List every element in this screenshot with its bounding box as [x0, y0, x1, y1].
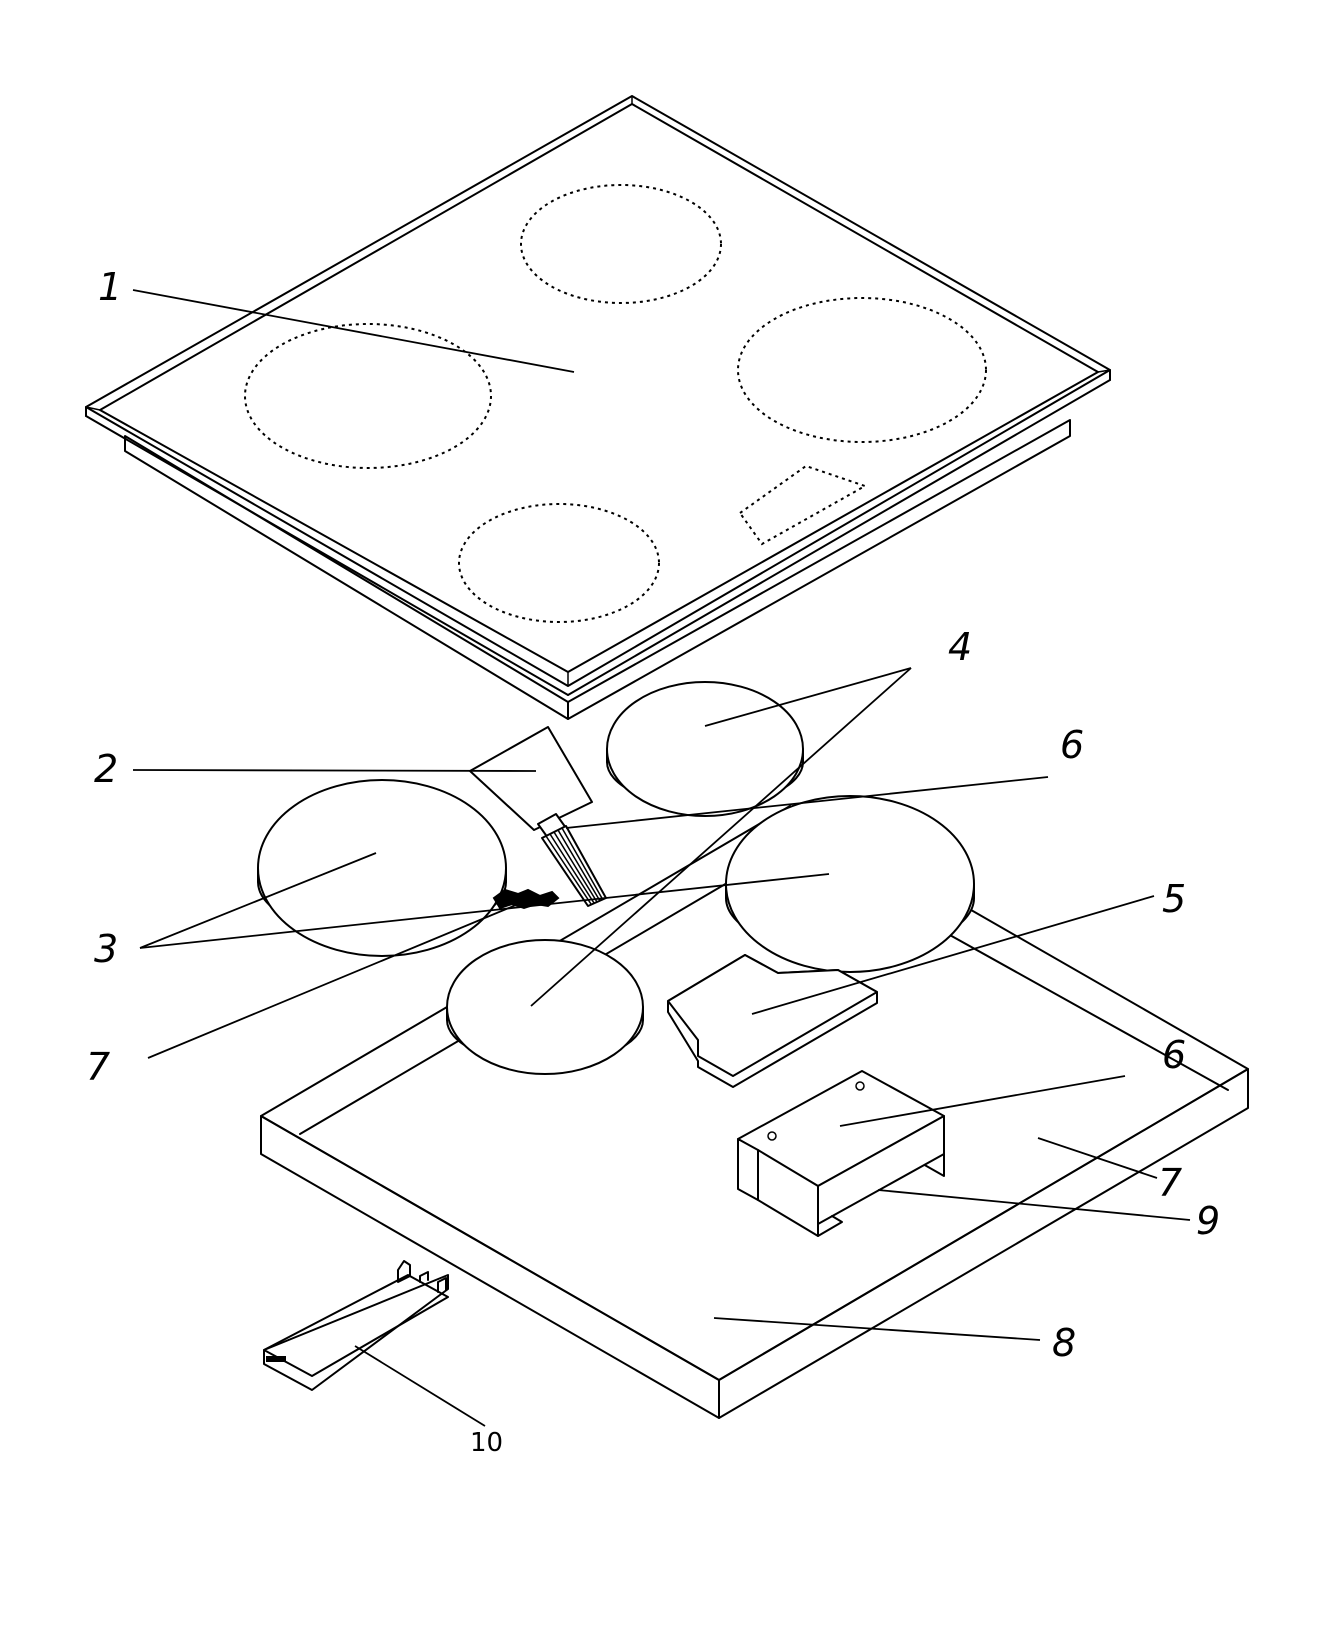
large-heater-right — [725, 795, 975, 973]
control-board — [667, 954, 878, 1088]
label-terminal-strip: 10 — [470, 1428, 503, 1458]
ribbon-connector — [537, 813, 607, 907]
label-control-board: 5 — [1162, 877, 1186, 921]
label-small-heaters: 4 — [948, 625, 972, 669]
label-bracket: 9 — [1196, 1199, 1220, 1243]
cooktop-panel — [85, 95, 1111, 720]
label-connector-6a: 6 — [1060, 723, 1084, 767]
label-large-heaters: 3 — [94, 927, 118, 971]
touch-control-zone — [738, 464, 868, 546]
zone-rear-left — [244, 323, 492, 469]
control-panel-pcb — [469, 726, 593, 831]
small-heater-front — [446, 939, 644, 1075]
terminal-strip — [263, 1260, 449, 1391]
label-wire-7a: 7 — [86, 1045, 110, 1089]
label-cooktop: 1 — [98, 265, 122, 309]
label-control-panel: 2 — [94, 747, 118, 791]
mounting-bracket — [737, 1070, 945, 1237]
zone-rear — [520, 184, 722, 304]
label-connector-6b: 6 — [1162, 1033, 1186, 1077]
wire-connector-block — [492, 888, 560, 910]
large-heater-left — [257, 779, 507, 957]
zone-front — [458, 503, 660, 623]
label-housing: 8 — [1052, 1321, 1076, 1365]
housing-tray — [260, 805, 1249, 1419]
zone-right — [737, 297, 987, 443]
label-wire-7b: 7 — [1158, 1161, 1182, 1205]
small-heater-rear — [606, 681, 804, 817]
leader-lines — [132, 289, 1191, 1427]
